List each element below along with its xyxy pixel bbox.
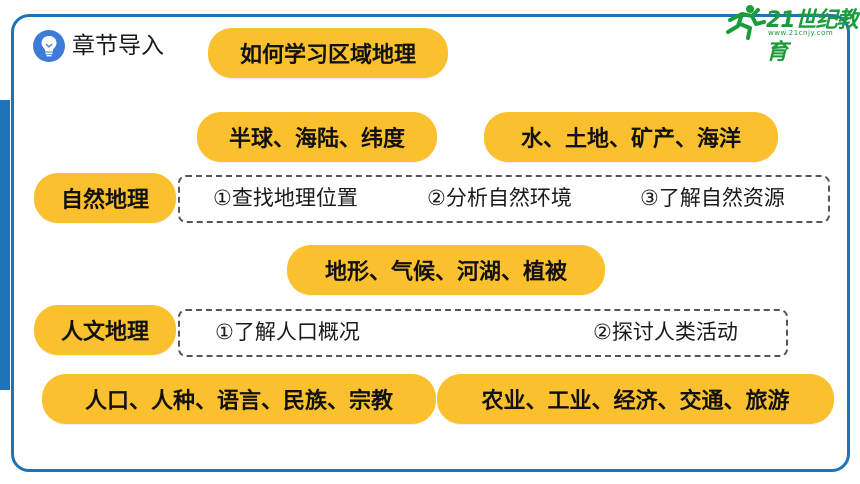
human-step-1: ①了解人口概况 [215, 320, 360, 344]
main-topic-pill: 如何学习区域地理 [208, 28, 448, 78]
physical-step-1: ①查找地理位置 [213, 186, 358, 210]
physical-steps-box [178, 175, 830, 223]
resources-aspects-pill: 水、土地、矿产、海洋 [484, 112, 778, 162]
logo-brand-text: 21世纪教育 [766, 8, 859, 65]
lightbulb-icon [33, 30, 65, 62]
activities-aspects-pill: 农业、工业、经济、交通、旅游 [437, 374, 834, 424]
brand-logo: 21世纪教育 www.21cnjy.com [722, 2, 860, 65]
physical-geography-label: 自然地理 [34, 173, 176, 223]
runner-icon [726, 5, 766, 40]
physical-step-2: ②分析自然环境 [427, 186, 572, 210]
human-steps-box [178, 309, 788, 357]
location-aspects-pill: 半球、海陆、纬度 [197, 112, 437, 162]
left-accent-bar [0, 100, 10, 390]
environment-aspects-pill: 地形、气候、河湖、植被 [287, 245, 605, 295]
human-step-2: ②探讨人类活动 [593, 320, 738, 344]
human-geography-label: 人文地理 [34, 305, 176, 355]
page-title: 章节导入 [72, 33, 164, 59]
population-aspects-pill: 人口、人种、语言、民族、宗教 [42, 374, 436, 424]
logo-url-text: www.21cnjy.com [768, 29, 834, 37]
physical-step-3: ③了解自然资源 [640, 186, 785, 210]
